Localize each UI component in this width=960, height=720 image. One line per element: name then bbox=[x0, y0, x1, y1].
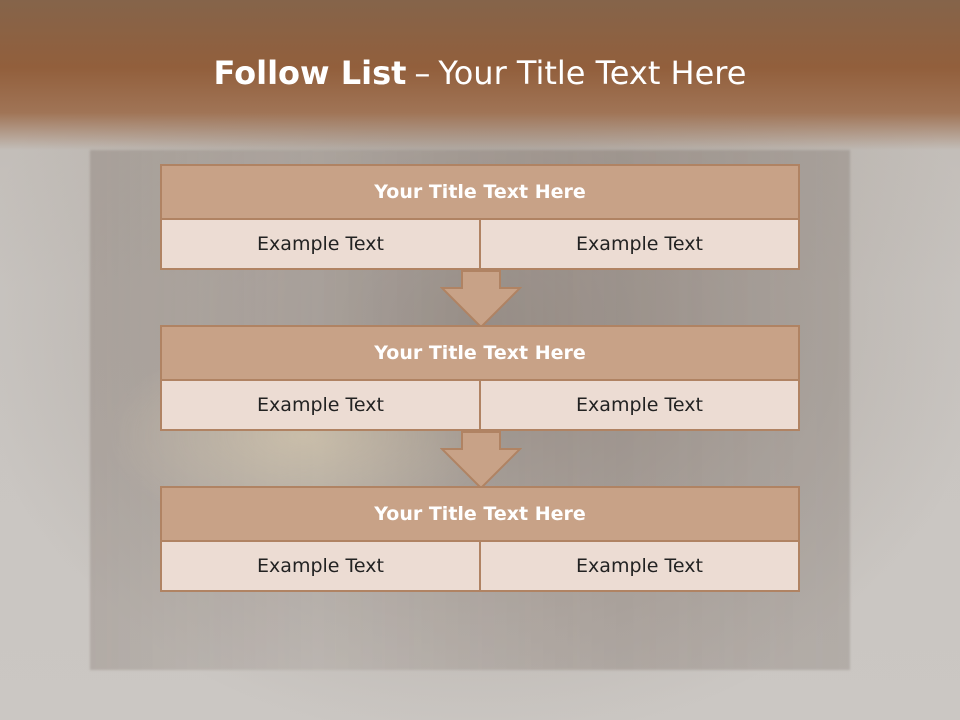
block-cell-left: Example Text bbox=[162, 542, 479, 590]
block-row: Example Text Example Text bbox=[160, 542, 800, 592]
block-row: Example Text Example Text bbox=[160, 381, 800, 431]
block-cell-right: Example Text bbox=[479, 381, 798, 429]
list-block-2: Your Title Text Here Example Text Exampl… bbox=[160, 325, 800, 431]
list-block-3: Your Title Text Here Example Text Exampl… bbox=[160, 486, 800, 592]
block-title: Your Title Text Here bbox=[160, 164, 800, 220]
down-arrow-icon bbox=[440, 270, 522, 328]
slide-title: Follow List–Your Title Text Here bbox=[0, 54, 960, 92]
block-cell-left: Example Text bbox=[162, 381, 479, 429]
block-cell-left: Example Text bbox=[162, 220, 479, 268]
list-block-1: Your Title Text Here Example Text Exampl… bbox=[160, 164, 800, 270]
title-bar bbox=[0, 0, 960, 150]
block-cell-right: Example Text bbox=[479, 220, 798, 268]
block-row: Example Text Example Text bbox=[160, 220, 800, 270]
block-cell-right: Example Text bbox=[479, 542, 798, 590]
block-title: Your Title Text Here bbox=[160, 325, 800, 381]
title-rest: Your Title Text Here bbox=[438, 54, 747, 92]
title-separator: – bbox=[414, 54, 431, 92]
down-arrow-icon bbox=[440, 431, 522, 489]
title-bold-part: Follow List bbox=[213, 54, 407, 92]
block-title: Your Title Text Here bbox=[160, 486, 800, 542]
